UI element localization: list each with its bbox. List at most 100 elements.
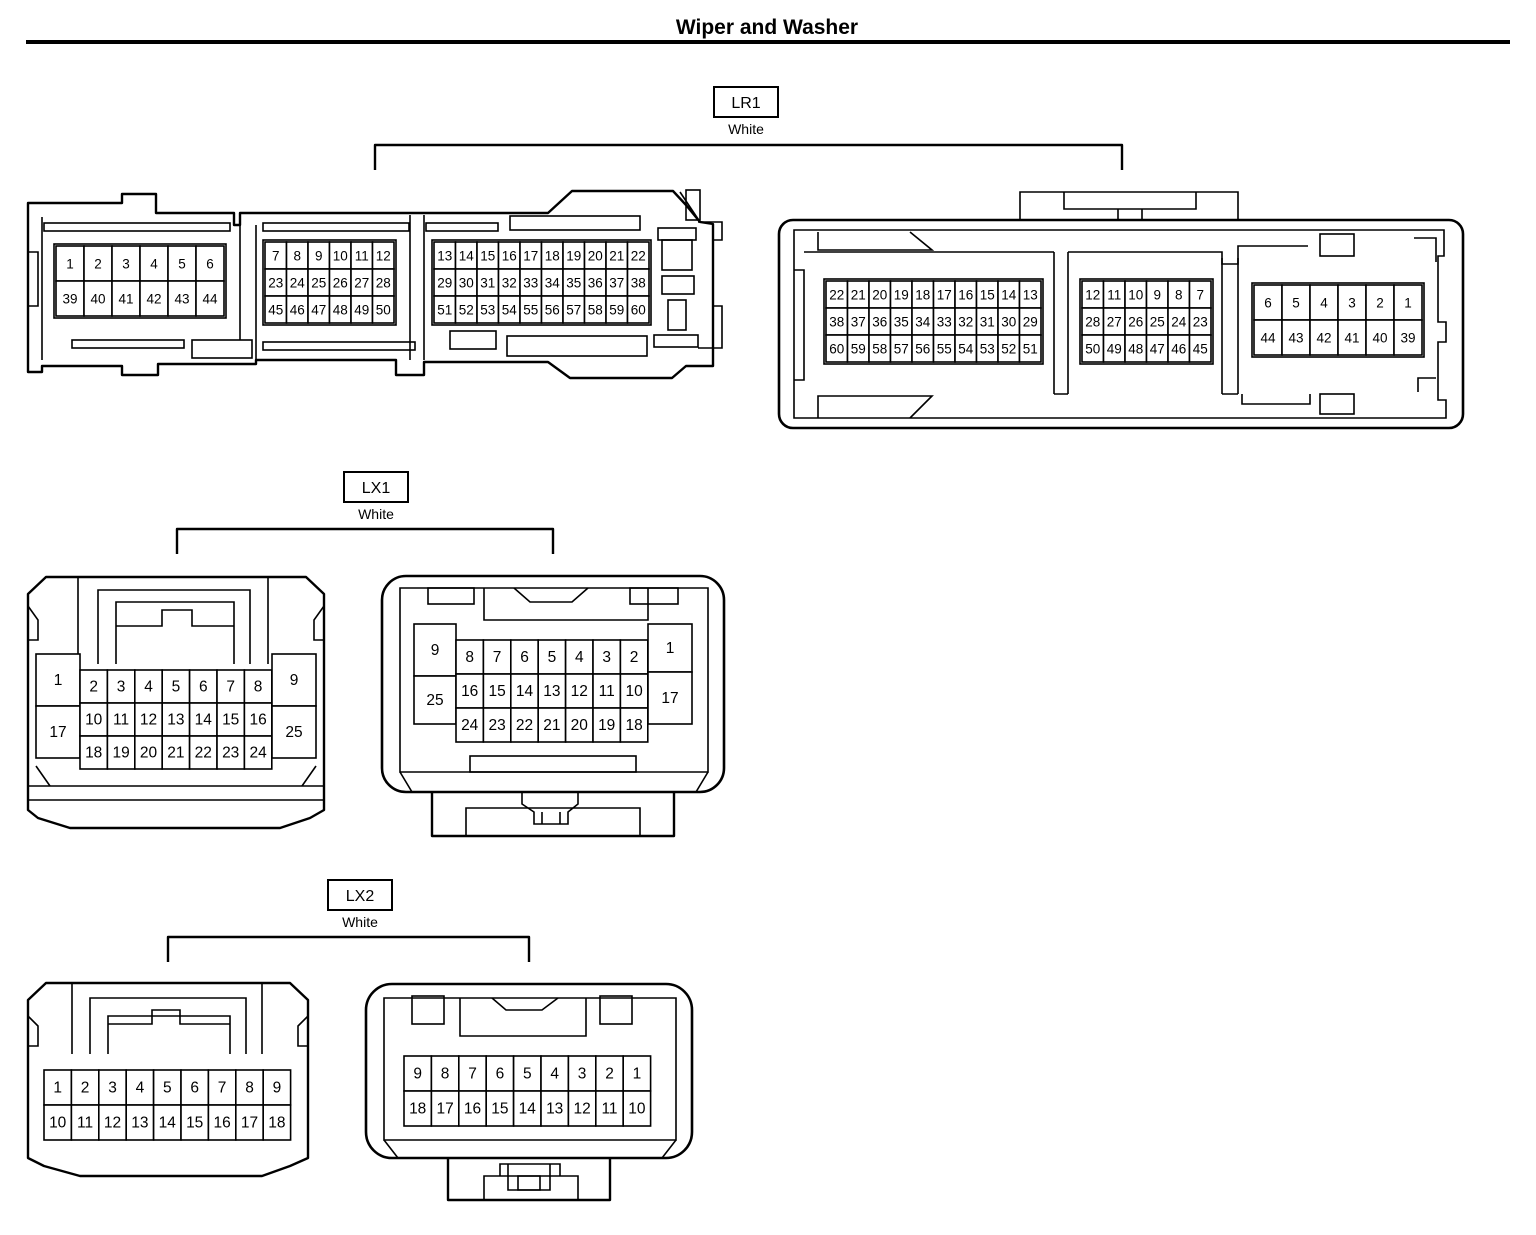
lr1-right-pin-16-label: 16 — [958, 288, 973, 303]
lr1-left-pin-37-label: 37 — [609, 276, 624, 291]
lx1-left-pin-17-cell — [35, 705, 81, 759]
lr1-right-pin-27-label: 27 — [1107, 315, 1122, 330]
lr1-right-pin-1-label: 1 — [1404, 296, 1412, 311]
lr1-left-pin-27-label: 27 — [354, 276, 369, 291]
lx2-left-pin-5-label: 5 — [163, 1080, 172, 1097]
lr1-left-pin-22-label: 22 — [631, 249, 646, 264]
lr1-right-pin-6-label: 6 — [1264, 296, 1272, 311]
lr1-left-pin-1-cell — [55, 245, 85, 282]
lx1-left-pin-20-label: 20 — [140, 745, 158, 762]
lr1-left-pin-52-label: 52 — [459, 303, 474, 318]
lx1-left-pin-14-label: 14 — [195, 712, 213, 729]
lx2-code: LX2 — [346, 888, 375, 905]
lr1-left-pin-50-label: 50 — [376, 303, 391, 318]
lx1-right-pin-16-cell — [455, 673, 485, 709]
lr1-left-pin-23-label: 23 — [268, 276, 283, 291]
lr1-right-pin-47-label: 47 — [1150, 342, 1165, 357]
lr1-left-pin-26-label: 26 — [333, 276, 348, 291]
lx1-left-pin-10-label: 10 — [85, 712, 103, 729]
lr1-right-pin-52-label: 52 — [1001, 342, 1016, 357]
lr1-left-pin-19-label: 19 — [566, 249, 581, 264]
lr1-right-pin-23-label: 23 — [1193, 315, 1208, 330]
lr1-left-pin-30-label: 30 — [459, 276, 474, 291]
lr1-right-pin-15-label: 15 — [980, 288, 995, 303]
lx2-right-pin-9-cell — [403, 1055, 433, 1092]
lx1-left-pin-22-label: 22 — [195, 745, 212, 762]
lx2-code-box — [327, 879, 393, 911]
lr1-left-pin-29-label: 29 — [437, 276, 452, 291]
lx2-left-pin-2-label: 2 — [81, 1080, 90, 1097]
lx1-left-pin-19-label: 19 — [112, 745, 129, 762]
lr1-right-pin-12-label: 12 — [1085, 288, 1100, 303]
lx1-right-pin-8-label: 8 — [465, 649, 474, 666]
lx2-label-group: LX2 White — [166, 879, 531, 962]
lr1-left-pin-14-label: 14 — [459, 249, 475, 264]
lx2-right-pin-2-label: 2 — [605, 1066, 614, 1083]
lx2-right-pin-1-label: 1 — [633, 1066, 642, 1083]
lx1-left-pin-13-label: 13 — [167, 712, 184, 729]
lr1-left-pin-34-label: 34 — [545, 276, 561, 291]
lr1-left-pin-40-label: 40 — [90, 292, 105, 307]
lr1-right-pin-39-cell — [1393, 319, 1423, 356]
lr1-left-pin-25-label: 25 — [311, 276, 326, 291]
lx1-right-pin-19-label: 19 — [598, 717, 615, 734]
lx2-right-pin-13-cell — [540, 1090, 570, 1127]
lx2-left-pin-9-cell — [262, 1069, 292, 1106]
lx1-right-pin-1-label: 1 — [666, 640, 675, 657]
lr1-left-pin-50-cell — [371, 295, 395, 324]
lx1-right-pin-18-label: 18 — [625, 717, 642, 734]
lx2-left-pin-8-label: 8 — [245, 1080, 254, 1097]
lr1-right-pin-33-label: 33 — [937, 315, 952, 330]
lx2-right-pin-1-cell — [622, 1055, 652, 1092]
lx1-right-pin-5-cell — [537, 639, 567, 675]
lr1-left-pin-40-cell — [83, 280, 113, 317]
lx2-right-pin-16-cell — [457, 1090, 487, 1127]
lr1-right-pin-30-label: 30 — [1001, 315, 1016, 330]
lx2-left-pin-18-cell — [262, 1104, 292, 1141]
lr1-left-pin-42-label: 42 — [146, 292, 161, 307]
lx1-left-pin-23-label: 23 — [222, 745, 239, 762]
lx1-right-pin-20-cell — [564, 707, 594, 743]
lr1-right-pin-36-label: 36 — [872, 315, 887, 330]
lx1-left-pin-11-label: 11 — [113, 712, 129, 729]
lx1-left-pin-6-label: 6 — [199, 679, 208, 696]
lx1-right-pin-11-cell — [592, 673, 622, 709]
lr1-right-pin-45-label: 45 — [1193, 342, 1208, 357]
lx2-left-pin-17-cell — [235, 1104, 265, 1141]
lr1-left-pin-51-label: 51 — [437, 303, 452, 318]
lr1-left-pin-41-label: 41 — [118, 292, 133, 307]
lr1-left-pin-45-label: 45 — [268, 303, 283, 318]
lr1-right-pin-25-label: 25 — [1150, 315, 1165, 330]
lr1-left-pin-57-label: 57 — [566, 303, 581, 318]
lr1-right-pin-40-cell — [1365, 319, 1395, 356]
lr1-right-pin-10-label: 10 — [1128, 288, 1143, 303]
lr1-left-pin-1-label: 1 — [66, 257, 74, 272]
lr1-right-pin-48-label: 48 — [1128, 342, 1143, 357]
lx1-right-pin-24-cell — [455, 707, 485, 743]
lx1-right-pin-7-label: 7 — [493, 649, 502, 666]
lx2-left-pin-14-label: 14 — [159, 1115, 177, 1132]
lr1-left-pin-43-label: 43 — [174, 292, 189, 307]
lr1-right-pin-17-label: 17 — [937, 288, 952, 303]
lr1-left-pin-58-label: 58 — [588, 303, 603, 318]
lx1-right-pin-9-label: 9 — [431, 642, 440, 659]
lx2-left-pin-6-cell — [180, 1069, 210, 1106]
lx1-right-pin-22-cell — [509, 707, 539, 743]
lx1-right-pin-19-cell — [592, 707, 622, 743]
lx1-left-pin-2-label: 2 — [89, 679, 98, 696]
lr1-left-pin-5-label: 5 — [178, 257, 186, 272]
lx1-right-pin-5-label: 5 — [548, 649, 557, 666]
lr1-color: White — [728, 121, 764, 137]
page-title: Wiper and Washer — [676, 16, 858, 39]
lr1-left-pin-24-label: 24 — [290, 276, 306, 291]
lr1-left-pin-20-label: 20 — [588, 249, 603, 264]
lx2-right-pin-3-cell — [567, 1055, 597, 1092]
lr1-left-pin-4-label: 4 — [150, 257, 158, 272]
lx2-left-pin-4-label: 4 — [136, 1080, 145, 1097]
lr1-right-pin-3-cell — [1337, 284, 1367, 321]
lx2-right-pin-17-label: 17 — [436, 1101, 453, 1118]
lr1-right-pin-53-label: 53 — [980, 342, 995, 357]
lr1-left-pin-42-cell — [139, 280, 169, 317]
